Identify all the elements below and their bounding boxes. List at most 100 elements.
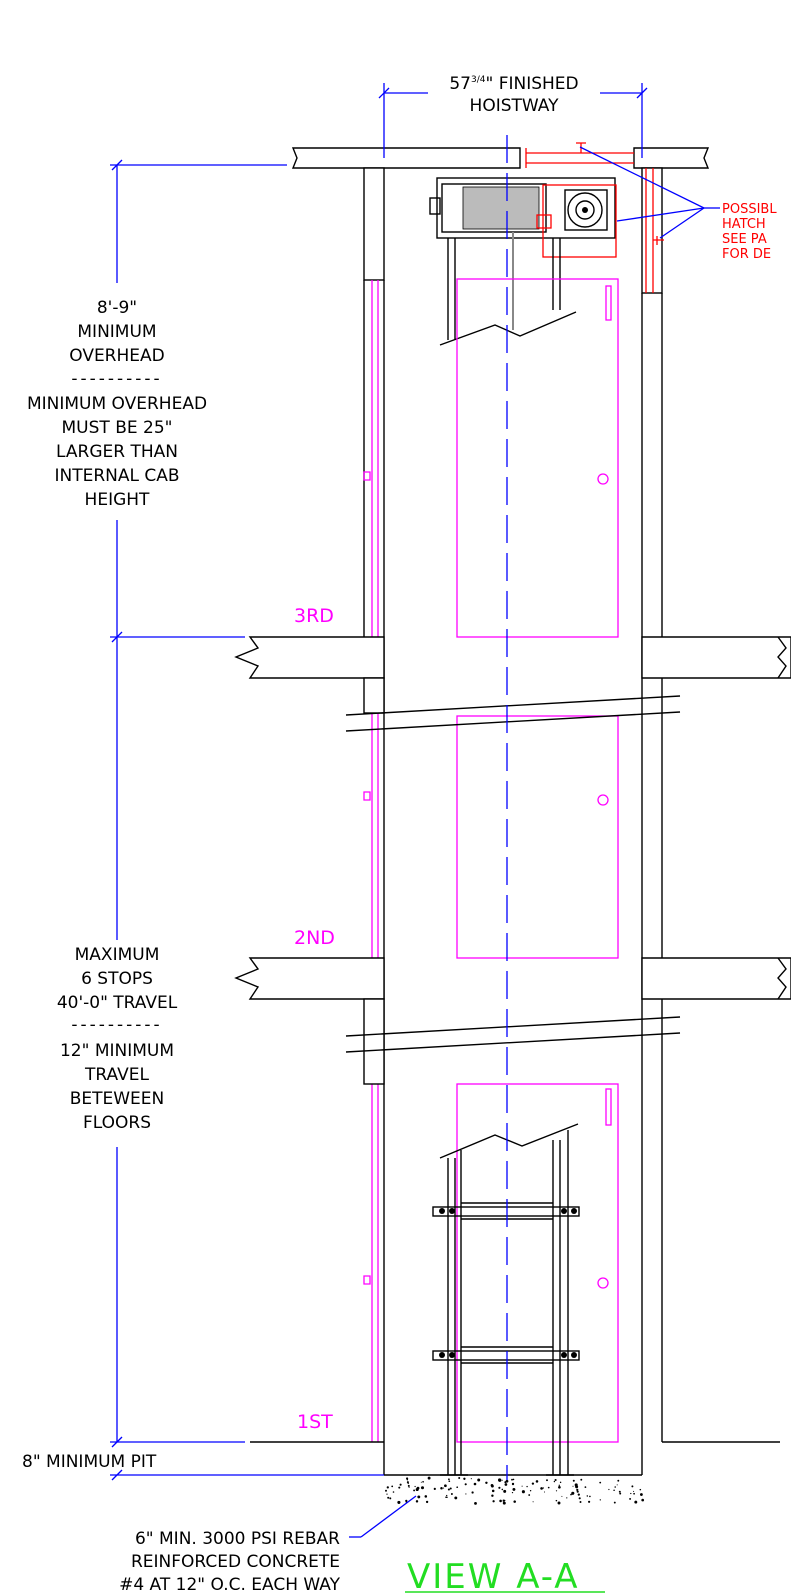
car-door-2nd bbox=[456, 715, 619, 959]
concrete-dot bbox=[407, 1482, 409, 1485]
concrete-dot bbox=[529, 1490, 532, 1492]
door-rails bbox=[363, 280, 379, 1442]
concrete-dot bbox=[543, 1491, 546, 1493]
concrete-dot bbox=[553, 1480, 556, 1483]
concrete-dot bbox=[633, 1492, 635, 1495]
svg-text:POSSIBL: POSSIBL bbox=[722, 202, 777, 217]
concrete-dot bbox=[542, 1487, 545, 1489]
floor-slab-3rd bbox=[234, 636, 791, 714]
car-frame-lower bbox=[432, 1123, 580, 1476]
concrete-dot bbox=[389, 1497, 392, 1500]
concrete-dot bbox=[555, 1499, 558, 1502]
concrete-dot bbox=[575, 1485, 579, 1489]
concrete-dot bbox=[578, 1497, 581, 1500]
concrete-dot bbox=[397, 1500, 401, 1504]
concrete-dot bbox=[511, 1482, 515, 1486]
concrete-dot bbox=[554, 1478, 557, 1482]
concrete-dot bbox=[446, 1494, 448, 1497]
travel-dimension bbox=[110, 637, 245, 1448]
concrete-dot bbox=[492, 1500, 495, 1503]
concrete-dot bbox=[558, 1484, 560, 1486]
concrete-dot bbox=[630, 1492, 632, 1495]
concrete-dot bbox=[532, 1501, 534, 1503]
svg-text:6" MIN. 3000 PSI REBAR: 6" MIN. 3000 PSI REBAR bbox=[135, 1529, 340, 1549]
concrete-dot bbox=[473, 1482, 477, 1486]
svg-text:TRAVEL: TRAVEL bbox=[84, 1065, 149, 1085]
concrete-dot bbox=[584, 1486, 587, 1488]
concrete-dot bbox=[504, 1499, 506, 1502]
concrete-dot bbox=[406, 1477, 409, 1480]
svg-text:8'-9": 8'-9" bbox=[97, 298, 137, 318]
concrete-dot bbox=[398, 1486, 401, 1489]
svg-text:INTERNAL CAB: INTERNAL CAB bbox=[54, 466, 179, 486]
concrete-dot bbox=[456, 1486, 459, 1489]
concrete-dot bbox=[579, 1501, 582, 1503]
concrete-dot bbox=[408, 1486, 410, 1488]
concrete-dot bbox=[504, 1483, 508, 1486]
overhead-dimension bbox=[110, 159, 287, 643]
concrete-dot bbox=[613, 1489, 615, 1491]
concrete-dot bbox=[491, 1489, 495, 1493]
floor-label-2nd: 2ND bbox=[294, 927, 335, 949]
svg-text:FOR DE: FOR DE bbox=[722, 247, 771, 262]
concrete-dot bbox=[526, 1485, 528, 1488]
concrete-dot bbox=[572, 1485, 574, 1487]
concrete-dot bbox=[577, 1493, 580, 1496]
svg-text:SEE PA: SEE PA bbox=[722, 232, 767, 247]
svg-text:HEIGHT: HEIGHT bbox=[85, 490, 150, 510]
floor-slab-2nd bbox=[234, 957, 791, 1085]
concrete-dot bbox=[502, 1499, 505, 1502]
concrete-dot bbox=[424, 1495, 428, 1498]
concrete-dot bbox=[458, 1477, 461, 1479]
concrete-dot bbox=[557, 1501, 561, 1505]
concrete-dot bbox=[498, 1486, 501, 1489]
concrete-dot bbox=[613, 1501, 616, 1504]
concrete-dot bbox=[589, 1495, 591, 1498]
concrete-dot bbox=[634, 1500, 638, 1504]
concrete-dot bbox=[608, 1488, 610, 1491]
svg-text:6 STOPS: 6 STOPS bbox=[81, 969, 153, 989]
concrete-dot bbox=[561, 1495, 563, 1497]
concrete-dot bbox=[406, 1481, 409, 1484]
concrete-dot bbox=[392, 1491, 395, 1493]
concrete-dot bbox=[498, 1478, 502, 1482]
hatch-leaders bbox=[579, 146, 720, 239]
concrete-dot bbox=[580, 1478, 583, 1481]
pit-label: 8" MINIMUM PIT bbox=[22, 1452, 157, 1472]
concrete-dot bbox=[619, 1492, 622, 1495]
concrete-dot bbox=[440, 1486, 443, 1490]
concrete-dot bbox=[385, 1489, 387, 1492]
concrete-dot bbox=[511, 1491, 514, 1494]
concrete-dot bbox=[422, 1480, 424, 1483]
concrete-dot bbox=[463, 1477, 466, 1480]
concrete-dot bbox=[485, 1481, 488, 1485]
concrete-dot bbox=[513, 1488, 516, 1491]
hoistway-label: HOISTWAY bbox=[470, 96, 560, 116]
concrete-dot bbox=[558, 1485, 561, 1489]
concrete-dot bbox=[470, 1478, 472, 1480]
svg-text:----------: ---------- bbox=[71, 369, 162, 389]
floor-label-3rd: 3RD bbox=[294, 605, 334, 627]
svg-text:40'-0" TRAVEL: 40'-0" TRAVEL bbox=[57, 993, 178, 1013]
car-door-1st bbox=[456, 1083, 619, 1443]
concrete-dot bbox=[572, 1479, 575, 1482]
concrete-dot bbox=[445, 1496, 447, 1499]
concrete-dot bbox=[511, 1478, 513, 1481]
view-title: VIEW A-A bbox=[407, 1557, 580, 1595]
break-line-upper bbox=[345, 695, 681, 732]
concrete-dot bbox=[427, 1476, 431, 1480]
concrete-dot bbox=[407, 1484, 410, 1487]
concrete-dot bbox=[599, 1481, 602, 1484]
svg-text:REINFORCED CONCRETE: REINFORCED CONCRETE bbox=[131, 1552, 340, 1572]
concrete-dot bbox=[599, 1499, 601, 1501]
concrete-dot bbox=[491, 1484, 494, 1488]
concrete-dot bbox=[503, 1489, 507, 1493]
travel-note: MAXIMUM 6 STOPS 40'-0" TRAVEL ----------… bbox=[57, 945, 178, 1133]
hoistway-width-dimension bbox=[378, 83, 648, 158]
concrete-dot bbox=[641, 1498, 645, 1502]
concrete-dot bbox=[414, 1485, 416, 1488]
concrete-dot bbox=[502, 1501, 506, 1505]
concrete-dot bbox=[474, 1502, 477, 1505]
concrete-dot bbox=[521, 1490, 525, 1494]
concrete-dot bbox=[576, 1490, 579, 1493]
